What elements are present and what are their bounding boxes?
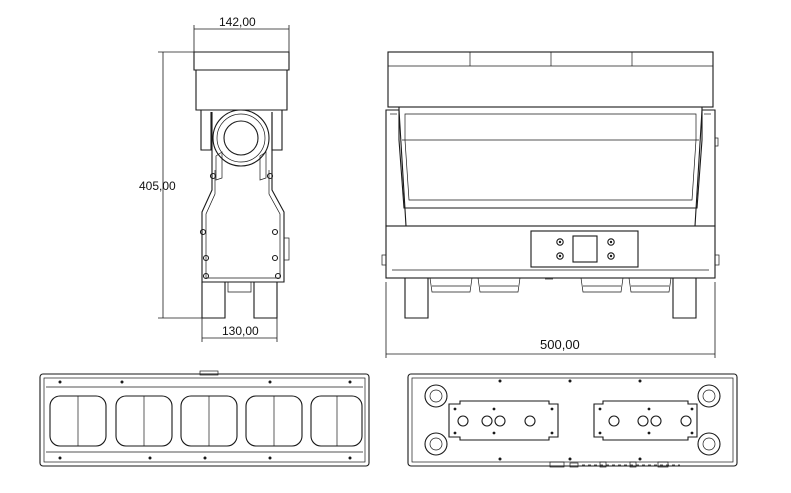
lens-cell-2 [115,395,173,447]
lens-cell-4 [245,395,303,447]
bottom-view-base [407,373,738,468]
side-view: 142,00 405,00 130,00 [139,15,290,342]
dim-front-width: 500,00 [540,337,580,352]
lens-cell-5 [310,395,363,447]
dim-top-width: 142,00 [219,15,256,29]
front-view: 500,00 [381,51,720,358]
lens-cell-1 [49,395,107,447]
dim-height: 405,00 [139,179,176,193]
dim-base-width: 130,00 [222,324,259,338]
bottom-view-lens-array [39,370,370,467]
lens-cell-3 [180,395,238,447]
